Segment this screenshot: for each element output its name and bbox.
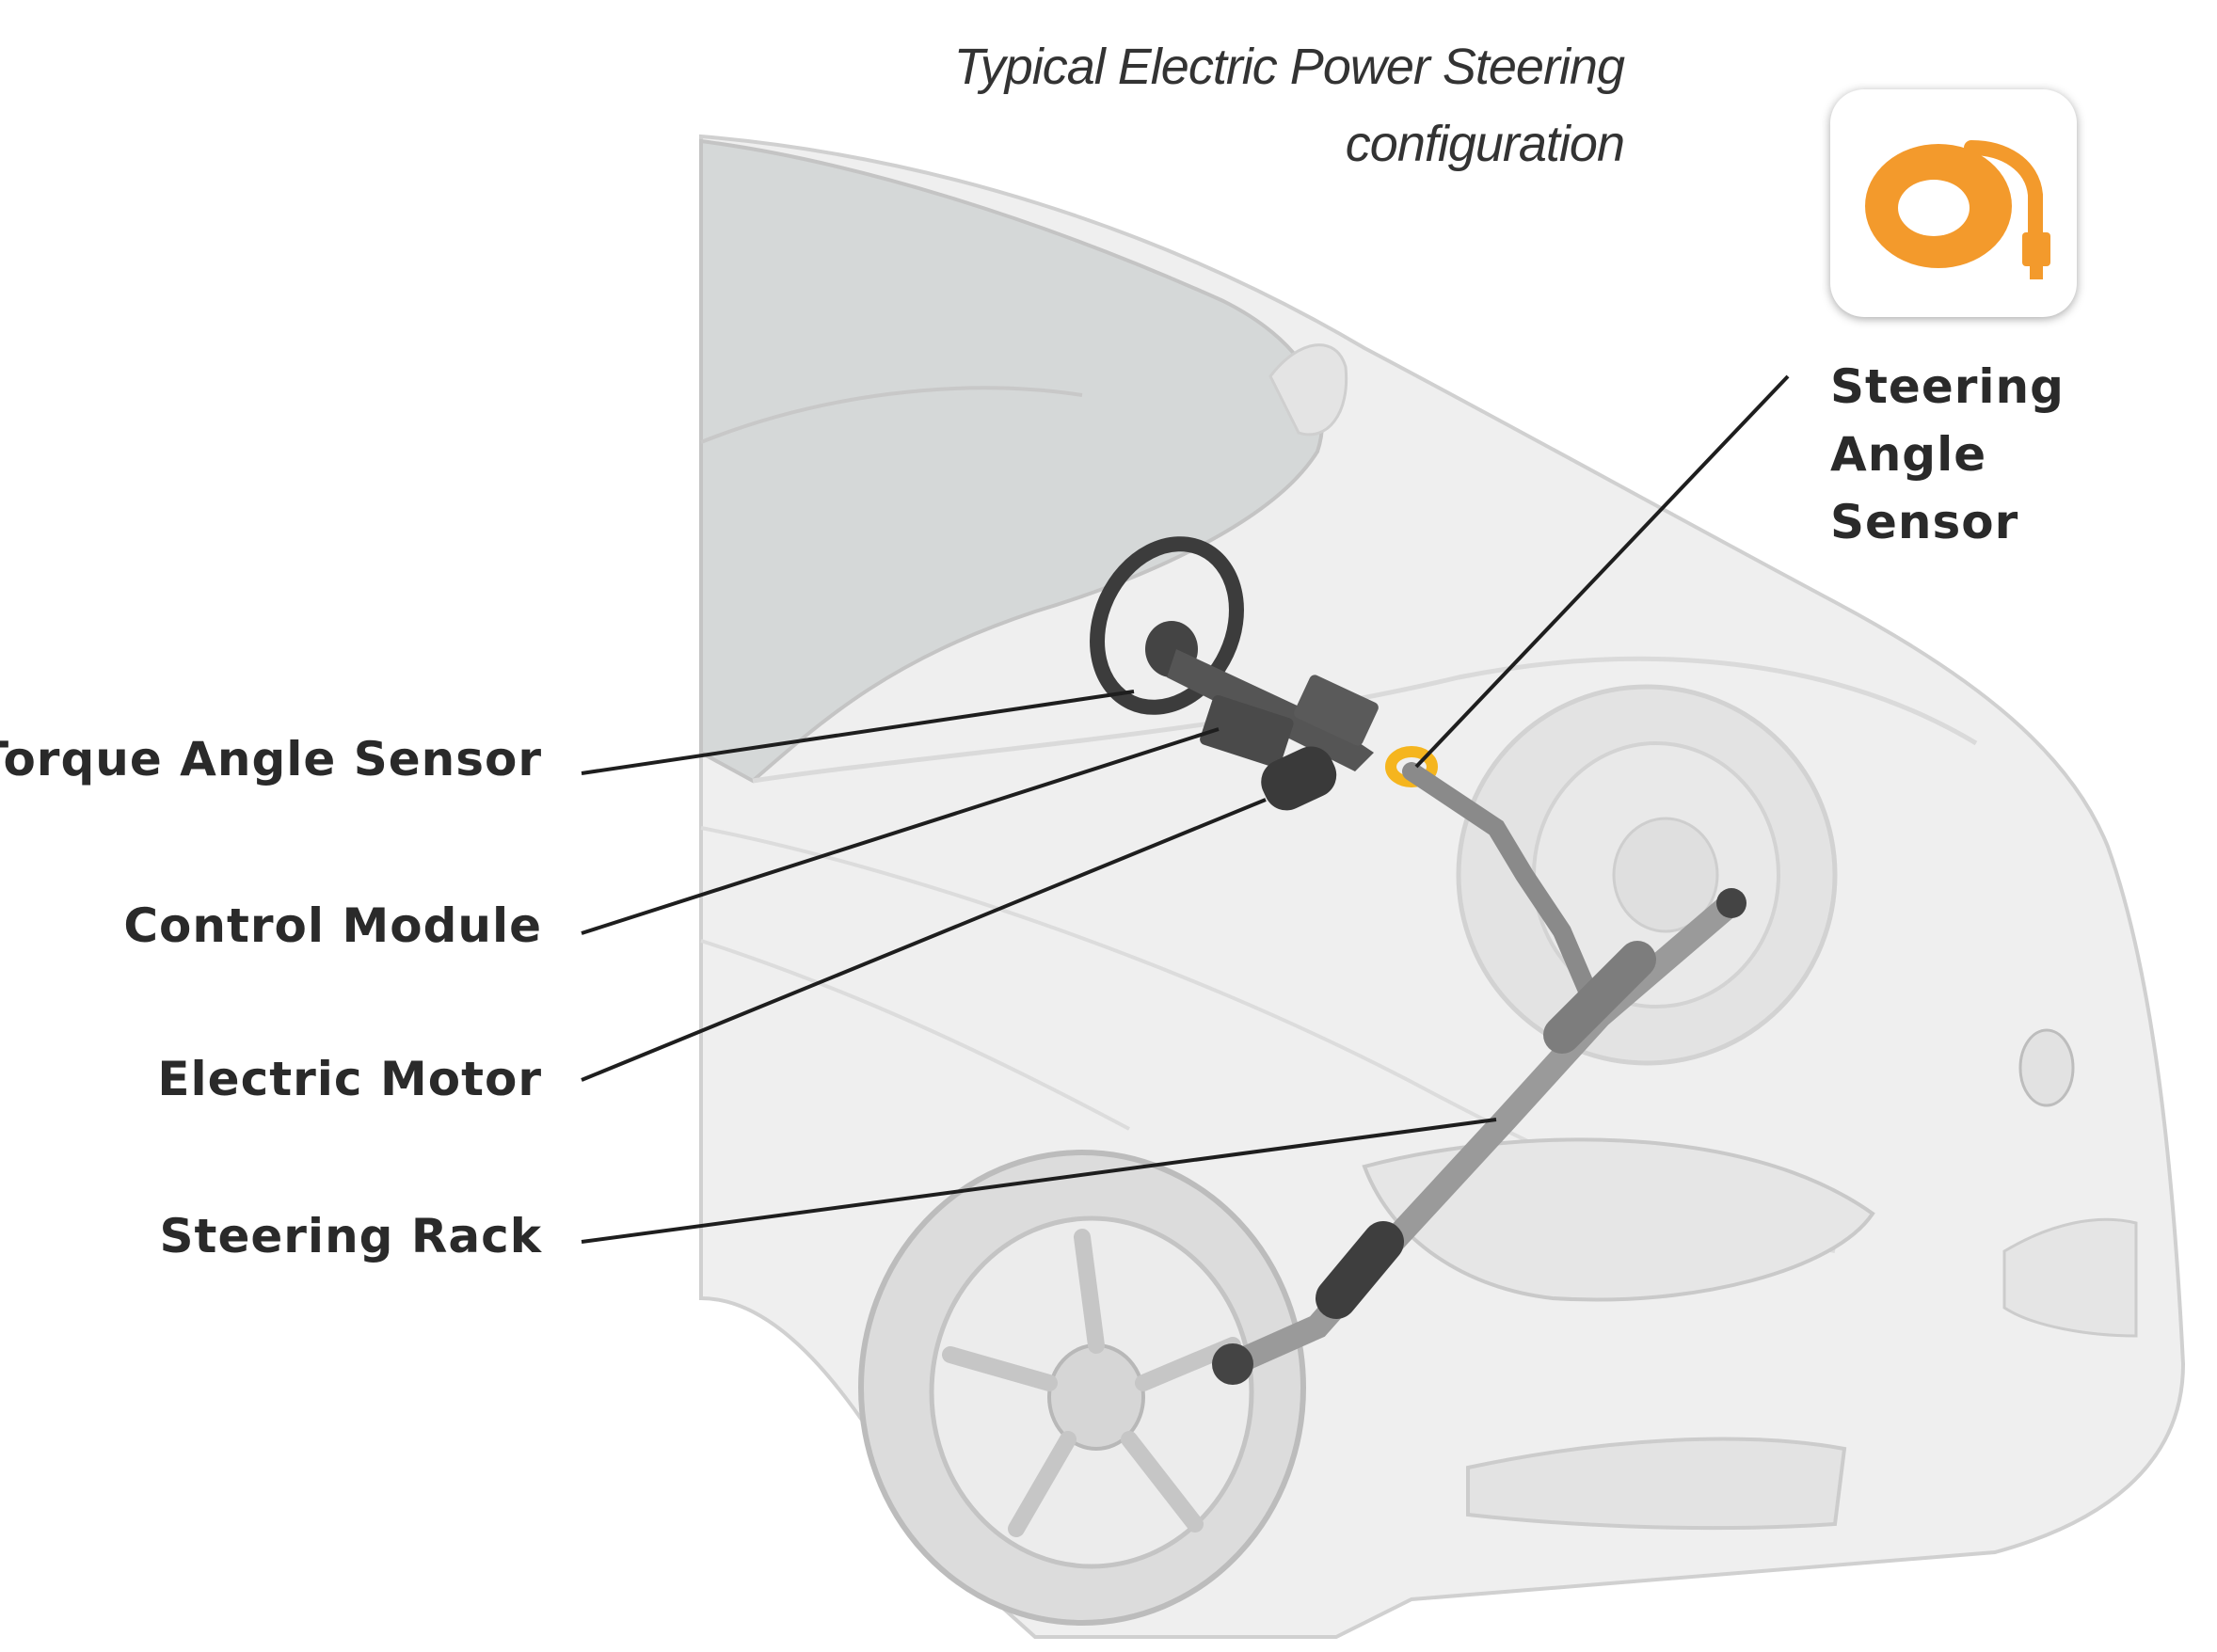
leader-electric-motor	[581, 798, 1267, 1082]
leader-steering-angle-sensor	[1414, 374, 1790, 769]
steering-wheel	[1090, 536, 1244, 715]
steering-angle-sensor-icon	[1865, 140, 2050, 279]
front-wheel	[858, 1150, 1306, 1626]
leader-lines	[581, 374, 1790, 1244]
label-steering-angle-sensor-line-2: Angle	[1830, 427, 1987, 482]
steering-angle-sensor-icon-tile	[1830, 89, 2077, 317]
leader-control-module	[581, 727, 1220, 935]
leader-steering-rack	[581, 1118, 1497, 1244]
intermediate-shaft	[1402, 762, 1600, 1007]
headlight	[1362, 1137, 1875, 1302]
label-torque-angle-sensor: Torque Angle Sensor	[0, 732, 542, 786]
caption-line-1: Typical Electric Power Steering	[953, 39, 1625, 95]
label-steering-angle-sensor-line-1: Steering	[1830, 359, 2065, 414]
steering-column	[1167, 649, 1374, 771]
label-steering-angle-sensor: Steering Angle Sensor	[1830, 353, 2065, 556]
leader-torque-angle-sensor	[581, 690, 1135, 775]
rear-wheel	[1456, 684, 1838, 1066]
caption-line-2: configuration	[1345, 116, 1625, 172]
electric-motor	[1261, 746, 1337, 811]
control-module	[1200, 694, 1294, 768]
label-control-module: Control Module	[123, 898, 542, 953]
label-electric-motor: Electric Motor	[157, 1052, 542, 1106]
windshield	[699, 138, 1324, 784]
label-steering-angle-sensor-line-3: Sensor	[1830, 495, 2019, 549]
steering-system	[1090, 536, 1746, 1385]
label-steering-rack: Steering Rack	[159, 1209, 542, 1263]
diagram-caption: Typical Electric Power Steering configur…	[953, 28, 1625, 183]
